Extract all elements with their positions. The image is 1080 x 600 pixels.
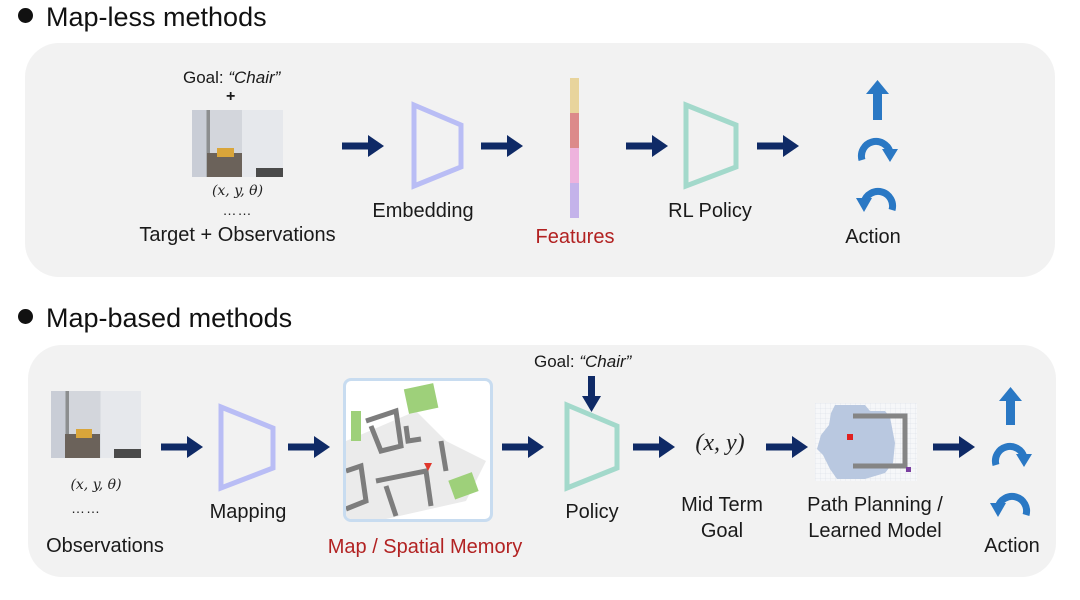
embedding-trapezoid: [411, 101, 464, 190]
goal-value: “Chair”: [228, 68, 281, 87]
ellipsis: ……: [71, 500, 101, 516]
turn-left-icon: [990, 492, 1031, 517]
features-label: Features: [535, 226, 615, 248]
arrow-right-icon: [766, 436, 808, 458]
turn-right-icon: [857, 137, 898, 162]
observation-image: [51, 391, 141, 458]
forward-arrow-icon: [999, 387, 1022, 425]
forward-arrow-icon: [866, 80, 889, 120]
turn-left-icon: [856, 187, 897, 212]
arrow-right-icon: [161, 436, 203, 458]
action-label: Action: [984, 535, 1040, 557]
feature-segment: [570, 148, 579, 183]
path-planning-grid: [815, 403, 917, 481]
goal-prefix: Goal:: [534, 352, 580, 371]
goal-down-arrow-icon: [582, 376, 601, 412]
mapbased-goal: Goal: “Chair”: [534, 352, 631, 372]
section-title-text: Map-less methods: [46, 2, 267, 32]
rl-policy-trapezoid: [683, 101, 739, 190]
turn-right-icon: [991, 442, 1032, 467]
mapless-actions: [856, 80, 898, 212]
section-title-mapless: Map-less methods: [18, 2, 267, 33]
goal-value: “Chair”: [579, 352, 632, 371]
arrow-right-icon: [633, 436, 675, 458]
agent-marker: [847, 434, 853, 440]
section-title-mapbased: Map-based methods: [18, 303, 292, 334]
policy-label: Policy: [565, 501, 619, 523]
feature-segment: [570, 78, 579, 113]
midterm-goal-math: (x, y): [695, 430, 745, 456]
rl-policy-label: RL Policy: [668, 200, 752, 222]
feature-segment: [570, 183, 579, 218]
feature-vector: [570, 78, 579, 218]
ellipsis: ……: [222, 202, 253, 218]
observation-image: [192, 110, 283, 177]
midterm-label-line2: Goal: [700, 520, 744, 542]
midterm-label-line1: Mid Term: [681, 494, 763, 516]
arrow-right-icon: [933, 436, 975, 458]
planning-label-line2: Learned Model: [808, 520, 942, 542]
mapping-label: Mapping: [209, 501, 287, 523]
mapping-trapezoid: [218, 403, 276, 492]
input-label: Target + Observations: [139, 224, 336, 246]
pose-text: (x, y, θ): [211, 183, 264, 199]
policy-trapezoid: [564, 401, 620, 492]
observations-label: Observations: [46, 535, 164, 557]
mapless-goal: Goal: “Chair”: [183, 68, 280, 88]
map-drawing: [346, 383, 486, 519]
arrow-right-icon: [502, 436, 544, 458]
section-title-text: Map-based methods: [46, 303, 293, 333]
feature-segment: [570, 113, 579, 148]
mapbased-actions: [990, 387, 1032, 517]
action-label: Action: [845, 226, 901, 248]
spatial-memory-map: [343, 378, 493, 522]
plus-sign: +: [226, 88, 236, 105]
map-spatial-memory-label: Map / Spatial Memory: [327, 536, 523, 558]
bullet-icon: [18, 8, 33, 24]
embedding-label: Embedding: [372, 200, 474, 222]
bullet-icon: [18, 309, 33, 325]
arrow-right-icon: [288, 436, 330, 458]
goal-prefix: Goal:: [183, 68, 229, 87]
goal-marker: [906, 467, 911, 472]
pose-text: (x, y, θ): [70, 477, 122, 493]
planning-label-line1: Path Planning /: [807, 494, 943, 516]
